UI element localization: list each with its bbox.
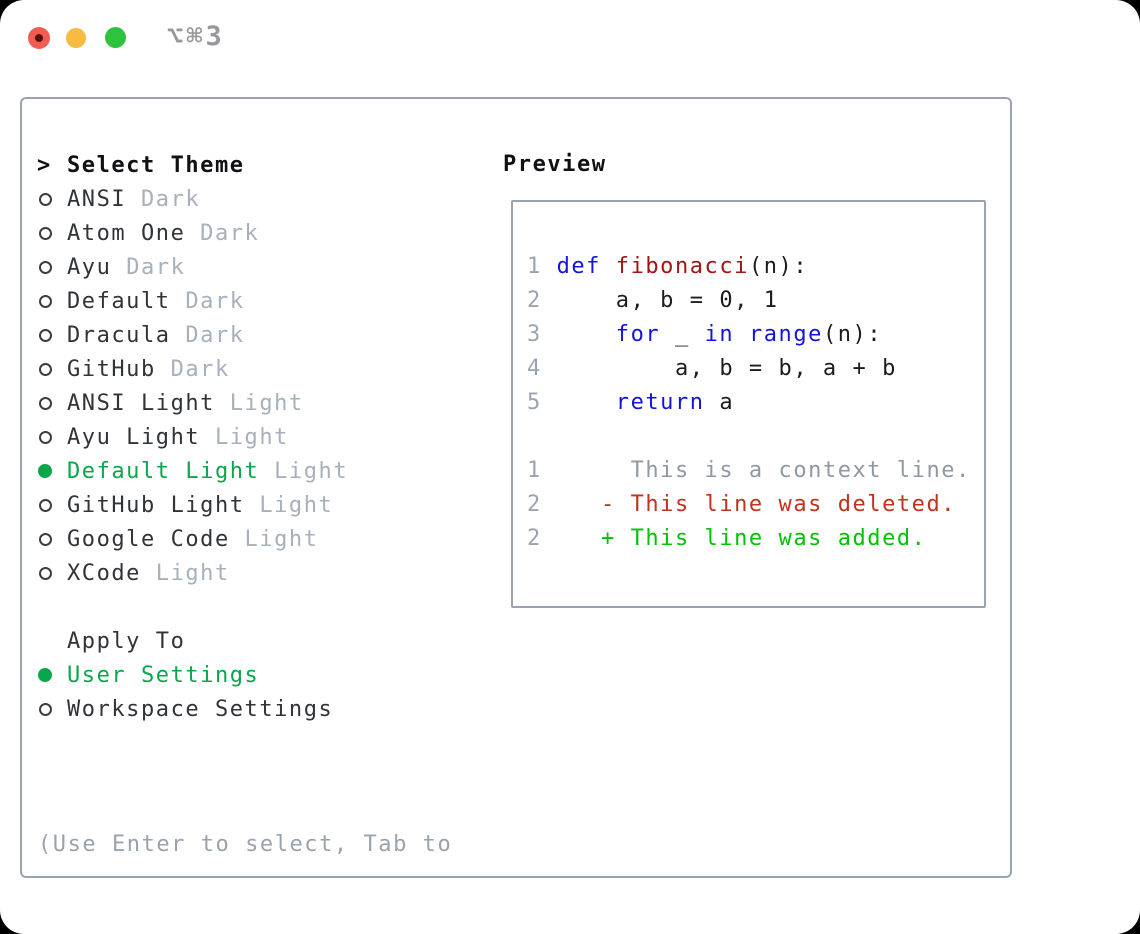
preview-code-line (527, 216, 984, 250)
option-label: Atom One (67, 220, 186, 246)
radio-icon (39, 566, 52, 580)
option-label: Dracula (67, 322, 171, 348)
radio-icon (39, 532, 52, 546)
radio-icon (39, 260, 52, 274)
option-tag: Light (229, 390, 304, 416)
option-tag: Light (155, 560, 230, 586)
radio-icon (39, 702, 52, 716)
preview-code-line: 1 This is a context line. (527, 458, 971, 483)
theme-option-dracula[interactable]: Dracula Dark (37, 318, 507, 352)
option-tag: Light (274, 458, 349, 484)
apply-option-workspace-settings[interactable]: Workspace Settings (37, 692, 507, 726)
option-label: GitHub Light (67, 492, 245, 518)
preview-code-line: 5 return a (527, 390, 735, 415)
option-tag: Dark (185, 288, 245, 314)
theme-option-default-light[interactable]: Default Light Light (37, 454, 507, 488)
preview-box: 1 def fibonacci(n): 2 a, b = 0, 1 3 for _ … (511, 200, 986, 608)
apply-to-header: Apply To (37, 624, 507, 658)
preview-code-line: 2 - This line was deleted. (527, 492, 957, 517)
option-tag: Dark (200, 220, 260, 246)
preview-code-line: 2 a, b = 0, 1 (527, 288, 779, 313)
help-text: (Use Enter to select, Tab to change focu… (38, 760, 508, 934)
theme-option-google-code[interactable]: Google Code Light (37, 522, 507, 556)
help-line-1: (Use Enter to select, Tab to (38, 832, 453, 857)
option-tag: Light (214, 424, 289, 450)
radio-icon (39, 498, 52, 512)
option-label: Ayu (67, 254, 112, 280)
option-tag: Light (244, 526, 319, 552)
option-label: Default (67, 288, 171, 314)
radio-icon (39, 362, 52, 376)
option-tag: Dark (185, 322, 245, 348)
option-label: Ayu Light (67, 424, 201, 450)
keyboard-shortcut-label: ⌥⌘3 (167, 21, 225, 52)
select-theme-title: Select Theme (67, 152, 245, 178)
select-theme-header: > Select Theme (37, 148, 507, 182)
apply-option-user-settings[interactable]: User Settings (37, 658, 507, 692)
radio-icon (39, 396, 52, 410)
option-label: User Settings (67, 662, 260, 688)
preview-code-line: 2 + This line was added. (527, 526, 927, 551)
preview-title: Preview (503, 152, 607, 177)
preview-code-line (527, 420, 984, 454)
theme-option-ansi[interactable]: ANSI Dark (37, 182, 507, 216)
theme-option-default[interactable]: Default Dark (37, 284, 507, 318)
radio-icon (39, 226, 52, 240)
close-dot-icon (35, 34, 43, 42)
help-line-2: change focus) (38, 930, 508, 934)
option-label: GitHub (67, 356, 156, 382)
titlebar: ⌥⌘3 (0, 0, 1140, 76)
preview-code-line: 1 def fibonacci(n): (527, 254, 809, 279)
radio-icon (39, 430, 52, 444)
theme-option-ansi-light[interactable]: ANSI Light Light (37, 386, 507, 420)
preview-code-line: 4 a, b = b, a + b (527, 356, 897, 381)
theme-option-ayu-light[interactable]: Ayu Light Light (37, 420, 507, 454)
radio-icon (39, 192, 52, 206)
theme-option-atom-one[interactable]: Atom One Dark (37, 216, 507, 250)
option-tag: Light (259, 492, 334, 518)
preview-code: 1 def fibonacci(n): 2 a, b = 0, 1 3 for _ … (527, 216, 984, 556)
theme-option-github-light[interactable]: GitHub Light Light (37, 488, 507, 522)
maximize-button[interactable] (105, 27, 126, 48)
option-tag: Dark (170, 356, 230, 382)
theme-option-github[interactable]: GitHub Dark (37, 352, 507, 386)
radio-selected-icon (38, 668, 52, 682)
close-button[interactable] (28, 27, 50, 49)
theme-option-xcode[interactable]: XCode Light (37, 556, 507, 590)
option-label: ANSI Light (67, 390, 215, 416)
minimize-button[interactable] (66, 28, 86, 48)
option-label: XCode (67, 560, 141, 586)
apply-to-title: Apply To (67, 628, 186, 654)
option-label: ANSI (67, 186, 127, 212)
radio-icon (39, 294, 52, 308)
option-label: Workspace Settings (67, 696, 334, 722)
option-tag: Dark (126, 254, 186, 280)
option-label: Default Light (67, 458, 260, 484)
option-label: Google Code (67, 526, 230, 552)
theme-option-ayu[interactable]: Ayu Dark (37, 250, 507, 284)
cursor-prefix: > (37, 152, 52, 178)
radio-selected-icon (38, 464, 52, 478)
preview-code-line: 3 for _ in range(n): (527, 322, 883, 347)
radio-icon (39, 328, 52, 342)
option-tag: Dark (140, 186, 201, 212)
